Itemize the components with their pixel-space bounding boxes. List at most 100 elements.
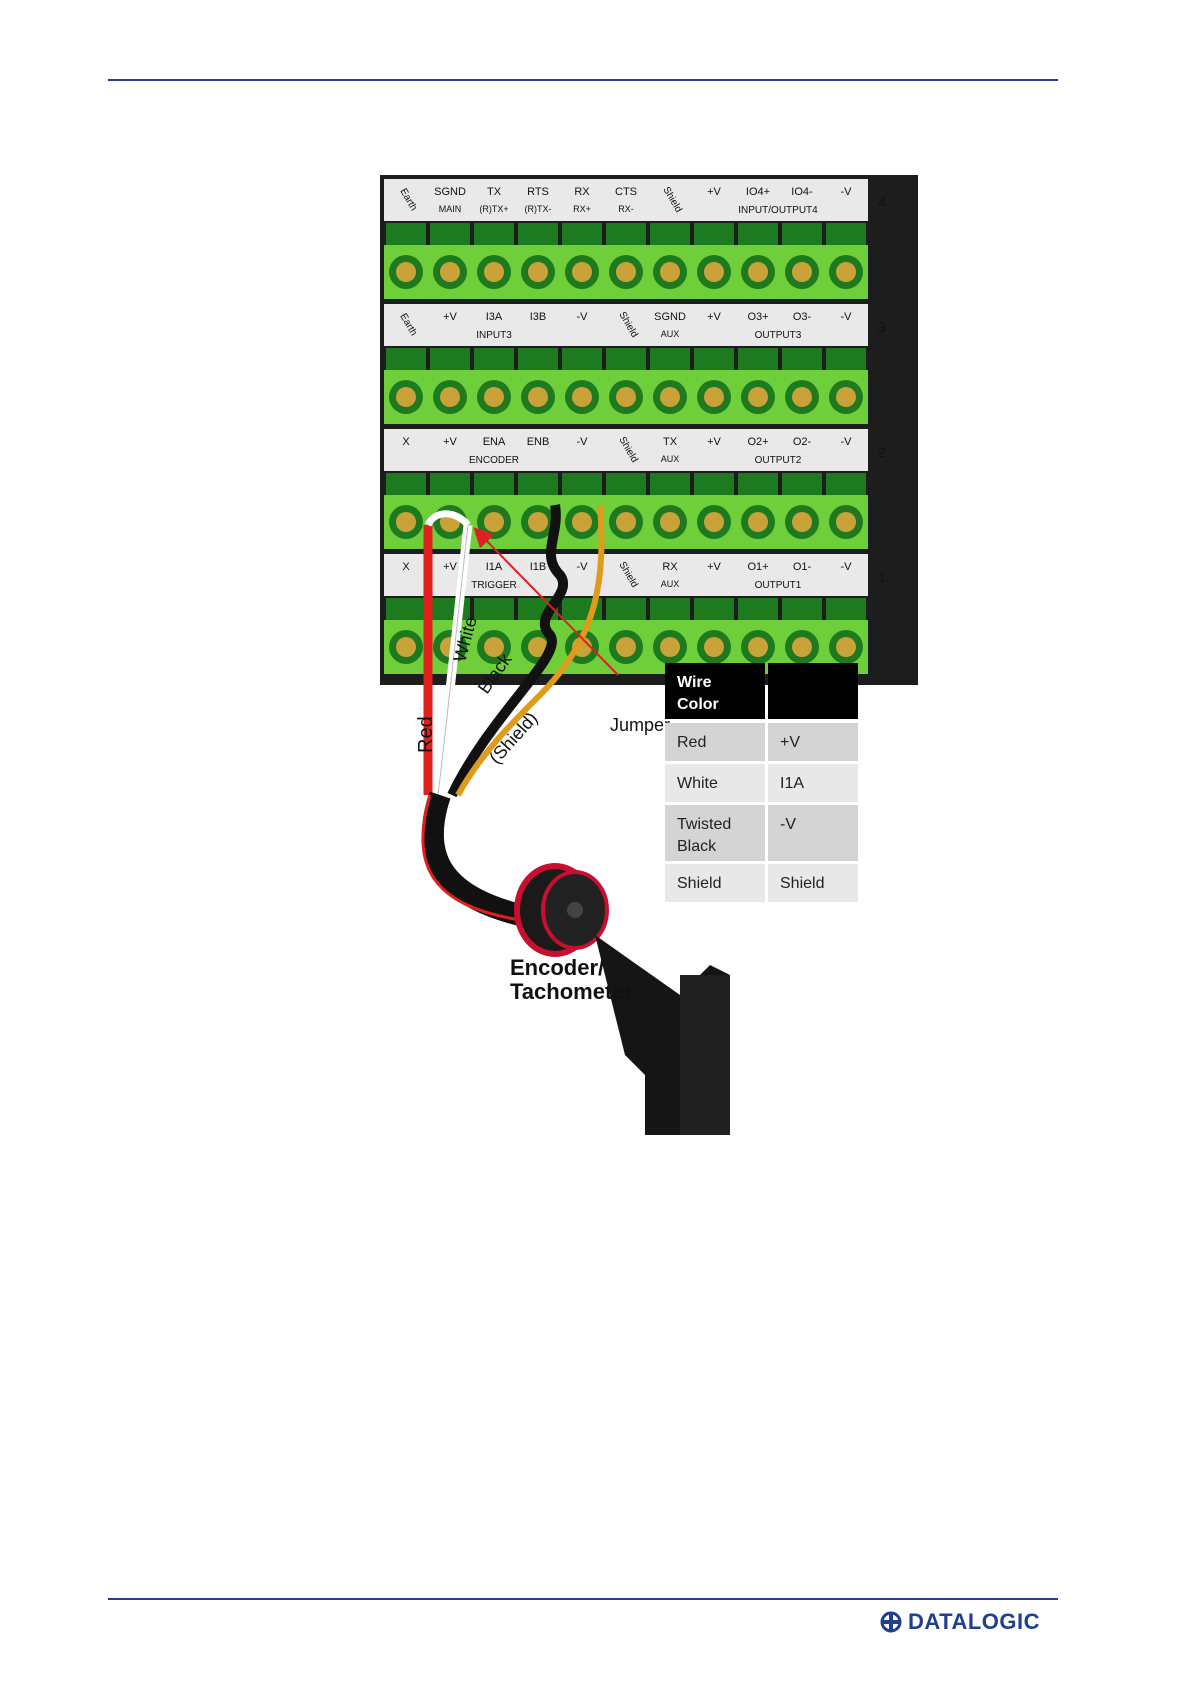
table-header-cell: [768, 663, 858, 719]
terminal-screw: [836, 262, 856, 282]
table-cell: [665, 723, 765, 761]
label-strip: [384, 179, 868, 221]
terminal-slot: [474, 598, 514, 620]
terminal-screw: [792, 262, 812, 282]
jumper-arrow: [473, 527, 619, 676]
jumper-wire: [424, 510, 471, 528]
terminal-label: SGND: [654, 311, 686, 323]
terminal-slot: [386, 223, 426, 245]
terminal-screw: [484, 262, 504, 282]
terminal-label: -V: [841, 311, 853, 323]
table-cell-text: White: [677, 775, 718, 792]
terminal-sublabel: RX+: [573, 204, 591, 214]
terminal-screw: [836, 387, 856, 407]
terminal-screw: [484, 387, 504, 407]
terminal-screw: [748, 387, 768, 407]
terminal-label: O2-: [793, 436, 812, 448]
header-rule: [108, 79, 1058, 81]
terminal-slot: [826, 348, 866, 370]
terminal-screw: [792, 387, 812, 407]
terminal-label: O2+: [747, 436, 768, 448]
terminal-slot: [738, 223, 778, 245]
terminal-slot: [474, 473, 514, 495]
terminal-slot: [518, 348, 558, 370]
terminal-slot: [650, 223, 690, 245]
terminal-slot: [650, 348, 690, 370]
terminal-label: RX: [662, 561, 678, 573]
terminal-label: I1A: [486, 561, 503, 573]
terminal-slot: [738, 473, 778, 495]
terminal-label: ENA: [483, 436, 506, 448]
table-cell-text: -V: [780, 816, 796, 833]
terminal-slot: [386, 473, 426, 495]
terminal-label: -V: [577, 561, 589, 573]
terminal-screw: [396, 637, 416, 657]
terminal-slot: [562, 223, 602, 245]
terminal-label: SGND: [434, 186, 466, 198]
table-cell-text: Shield: [780, 875, 824, 892]
table-cell: [665, 805, 765, 861]
terminal-label: ENB: [527, 436, 550, 448]
terminal-label: -V: [841, 561, 853, 573]
terminal-sublabel: MAIN: [439, 204, 462, 214]
terminal-slot: [738, 598, 778, 620]
shield-wire: [455, 504, 605, 797]
logo-text: DATALOGIC: [908, 1609, 1040, 1634]
terminal-slot: [650, 473, 690, 495]
terminal-slot: [430, 473, 470, 495]
terminal-slot: [738, 348, 778, 370]
terminal-label: RX: [574, 186, 590, 198]
terminal-label: +V: [707, 186, 721, 198]
terminal-label: I3B: [530, 311, 547, 323]
terminal-slot: [430, 223, 470, 245]
terminal-label: -V: [577, 436, 589, 448]
terminal-slot: [386, 598, 426, 620]
terminal-label: -V: [841, 436, 853, 448]
wires: [423, 504, 619, 798]
terminal-slot: [826, 598, 866, 620]
row-number: 4: [878, 194, 886, 210]
device-label-line1: Encoder/: [510, 955, 604, 980]
terminal-label: IO4-: [791, 186, 813, 198]
table-cell: [768, 864, 858, 902]
terminal-label: -V: [841, 186, 853, 198]
table-header-cell: [665, 663, 765, 719]
terminal-screw: [440, 387, 460, 407]
table-cell-text: Shield: [677, 875, 721, 892]
terminal-slot: [782, 473, 822, 495]
terminal-screw: [440, 262, 460, 282]
terminal-label: +V: [443, 561, 457, 573]
terminal-label: +V: [707, 311, 721, 323]
terminal-screw: [572, 512, 592, 532]
terminal-screw: [528, 512, 548, 532]
terminal-screw: [836, 637, 856, 657]
terminal-slot: [606, 348, 646, 370]
terminal-label: O3+: [747, 311, 768, 323]
terminal-sublabel: RX-: [618, 204, 634, 214]
terminal-screw: [484, 512, 504, 532]
terminal-slot: [606, 473, 646, 495]
terminal-label: -V: [577, 311, 589, 323]
terminal-slot: [562, 473, 602, 495]
terminal-screw: [660, 387, 680, 407]
terminal-label: +V: [707, 561, 721, 573]
terminal-screw: [704, 262, 724, 282]
black-wire: [447, 504, 568, 798]
table-cell-text: Red: [677, 734, 706, 751]
terminal-slot: [694, 223, 734, 245]
terminal-slot: [694, 473, 734, 495]
table-cell: [768, 805, 858, 861]
white-wire-outline: [437, 524, 469, 796]
terminal-label: TX: [487, 186, 502, 198]
terminal-slot: [826, 473, 866, 495]
table-cell-text: I1A: [780, 775, 804, 792]
terminal-label: O1-: [793, 561, 812, 573]
red-wire-label: Red: [415, 716, 437, 753]
terminal-screw: [704, 637, 724, 657]
group-label: OUTPUT1: [755, 580, 802, 591]
terminal-screw: [528, 262, 548, 282]
terminal-screw: [616, 387, 636, 407]
terminal-screw: [396, 262, 416, 282]
